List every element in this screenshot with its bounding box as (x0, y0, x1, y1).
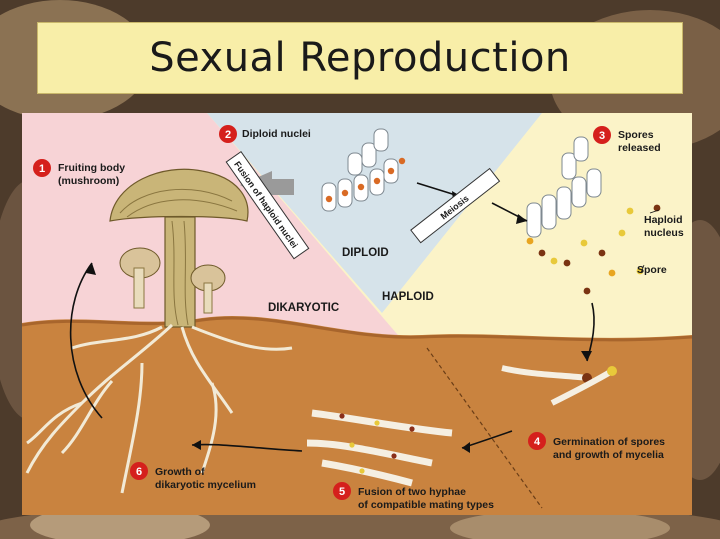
spore-basidia-cluster (526, 136, 602, 238)
step-6-label-line2: dikaryotic mycelium (155, 479, 256, 491)
haploid-nucleus-label-line2: nucleus (644, 227, 684, 239)
step-4-label-line2: and growth of mycelia (553, 449, 664, 461)
soil-surface (22, 316, 692, 342)
step-6-label-line1: Growth of (155, 466, 205, 478)
grey-fusion-arrow (240, 171, 294, 203)
step-2-label-line1: Diploid nuclei (242, 128, 311, 140)
arrow-to-fruiting (69, 262, 103, 419)
step-5-label-line2: of compatible mating types (358, 499, 494, 511)
step-3: 3 Spores released (593, 126, 661, 154)
soil-layer (22, 315, 692, 515)
step-1-number: 1 (39, 163, 45, 175)
diploid-nuclei-dots (325, 157, 406, 203)
spore-label: Spore (637, 264, 667, 276)
diploid-zone-bg (207, 113, 542, 313)
haploid-nucleus-pointer (649, 209, 660, 214)
step-2: 2 Diploid nuclei (219, 125, 311, 143)
title-banner: Sexual Reproduction (37, 22, 683, 94)
step-4-number: 4 (534, 436, 541, 448)
step-6: 6 Growth of dikaryotic mycelium (130, 462, 256, 491)
zone-label-dikaryotic: DIKARYOTIC (268, 302, 339, 314)
fusing-hyphae (306, 409, 453, 487)
arrow-to-growth (191, 443, 303, 452)
zone-label-diploid: DIPLOID (342, 247, 389, 259)
step-3-label-line2: released (618, 142, 661, 154)
step-1-label-line2: (mushroom) (58, 175, 119, 187)
dikaryotic-mycelium (25, 323, 293, 494)
slide-title: Sexual Reproduction (149, 35, 571, 81)
haploid-dikaryotic-boundary (426, 347, 543, 509)
step-3-label-line1: Spores (618, 129, 654, 141)
haploid-nucleus-label-line1: Haploid (644, 214, 683, 226)
step-5: 5 Fusion of two hyphae of compatible mat… (333, 482, 494, 511)
arrowheads (86, 191, 592, 453)
spores-released (526, 204, 661, 295)
step-1-label-line1: Fruiting body (58, 162, 125, 174)
step-4: 4 Germination of spores and growth of my… (528, 432, 665, 461)
step-5-label-line1: Fusion of two hyphae (358, 486, 466, 498)
diploid-basidia-cluster (321, 128, 399, 212)
germinating-hyphae (501, 365, 617, 406)
fungal-life-cycle-diagram: Fusion of haploid nuclei Meiosis DIPLOID… (22, 113, 692, 515)
step-6-number: 6 (136, 466, 142, 478)
dikaryotic-zone-bg (22, 113, 422, 363)
zone-label-haploid: HAPLOID (382, 291, 434, 303)
step-5-number: 5 (339, 486, 345, 498)
step-1: 1 Fruiting body (mushroom) (33, 159, 125, 187)
step-2-number: 2 (225, 129, 231, 141)
step-3-number: 3 (599, 130, 605, 142)
mushroom-fruiting-body (109, 168, 249, 328)
spore-pointer (640, 264, 645, 274)
step-4-label-line1: Germination of spores (553, 436, 665, 448)
